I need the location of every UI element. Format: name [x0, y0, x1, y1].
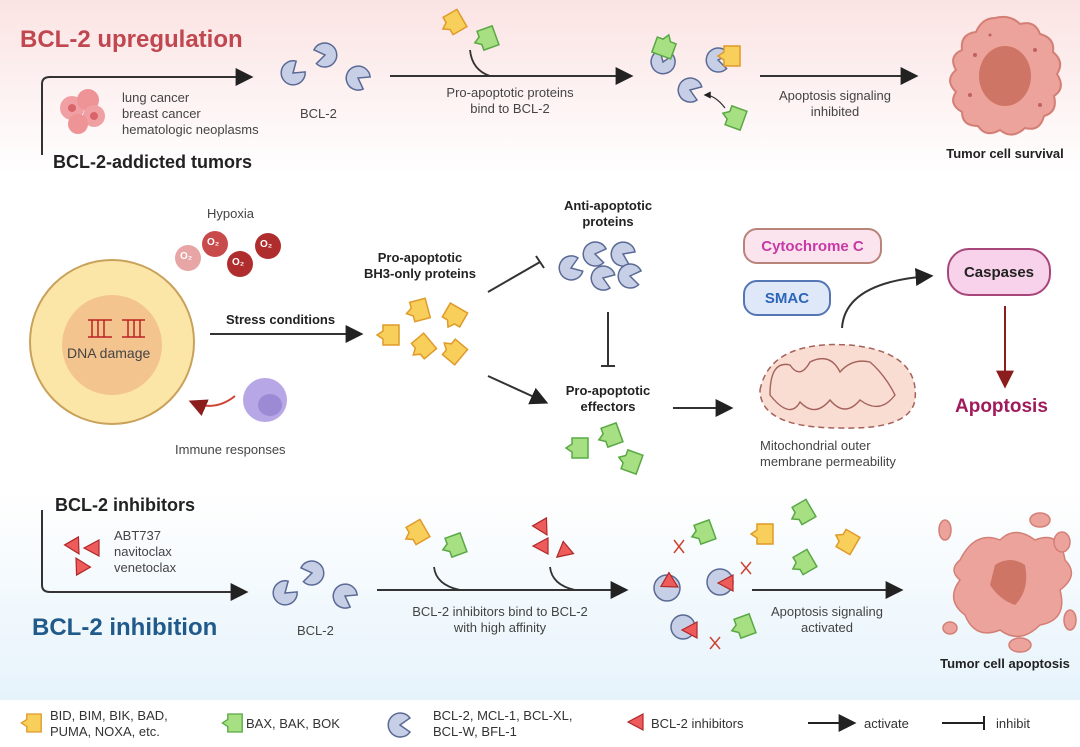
bind-text-top: Pro-apoptotic proteins bind to BCL-2	[425, 85, 595, 117]
text-line: PUMA, NOXA, etc.	[50, 724, 160, 739]
effectors-label: Pro-apoptotic effectors	[548, 383, 668, 415]
momp-label: Mitochondrial outer membrane permeabilit…	[760, 438, 896, 470]
text-line: BCL-2 inhibitors bind to BCL-2	[412, 604, 588, 619]
stress-label: Stress conditions	[226, 312, 336, 327]
effector-proteins-mid	[565, 422, 644, 475]
inhibitors-title: BCL-2 inhibitors	[55, 495, 195, 515]
text-line: effectors	[580, 399, 636, 414]
cytochrome-c-pill: Cytochrome C	[743, 228, 882, 264]
tumor-cluster-icon	[60, 89, 105, 134]
tumor-apoptosis-label: Tumor cell apoptosis	[940, 656, 1070, 671]
text-line: Anti-apoptotic	[563, 198, 653, 213]
legend-effectors-text: BAX, BAK, BOK	[246, 716, 340, 731]
legend-effector-icon	[221, 713, 243, 733]
text-line: Pro-apoptotic	[377, 250, 463, 265]
o2-label: O₂	[207, 237, 220, 248]
text-line: BCL-W, BFL-1	[433, 724, 517, 739]
text-line: Apoptosis signaling	[778, 88, 892, 103]
drug-list: ABT737 navitoclax venetoclax	[114, 528, 176, 576]
text-line: BID, BIM, BIK, BAD,	[50, 708, 168, 723]
legend-inhibitor-icon	[627, 713, 644, 731]
upregulation-title: BCL-2 upregulation	[20, 26, 243, 53]
inhibition-title: BCL-2 inhibition	[32, 614, 218, 641]
o2-label: O₂	[180, 251, 193, 262]
text-line: Pro-apoptotic	[565, 383, 651, 398]
text-line: proteins	[582, 214, 634, 229]
bind-text-bottom: BCL-2 inhibitors bind to BCL-2 with high…	[380, 604, 620, 636]
tumor-survival-label: Tumor cell survival	[946, 146, 1064, 161]
legend-bh3-text: BID, BIM, BIK, BAD, PUMA, NOXA, etc.	[50, 708, 168, 740]
drug-item: ABT737	[114, 528, 161, 543]
text-line: Apoptosis signaling	[770, 604, 884, 619]
legend-bh3-icon	[20, 713, 42, 733]
o2-molecules	[175, 231, 281, 277]
bh3-label: Pro-apoptotic BH3-only proteins	[360, 250, 480, 282]
upregulation-band	[0, 0, 1080, 175]
legend-anti-text: BCL-2, MCL-1, BCL-XL, BCL-W, BFL-1	[433, 708, 572, 740]
cancer-item: breast cancer	[122, 106, 201, 121]
hypoxia-label: Hypoxia	[207, 206, 254, 221]
drug-item: venetoclax	[114, 560, 177, 575]
bcl2-label-bottom: BCL-2	[297, 623, 334, 638]
cancer-item: lung cancer	[122, 90, 190, 105]
inhibitors-bracket-arrow	[41, 510, 249, 601]
caspases-pill: Caspases	[947, 248, 1051, 296]
text-line: BH3-only proteins	[364, 266, 476, 281]
tumor-cell-survival-icon	[949, 15, 1062, 136]
text-line: Mitochondrial outer	[760, 438, 871, 453]
inhibit-bh3-anti	[487, 261, 541, 293]
text-line: inhibited	[810, 104, 860, 119]
bound-complexes-top	[646, 30, 748, 131]
bcl2-proteins-top	[275, 40, 374, 95]
dna-icon	[88, 319, 145, 338]
immune-label: Immune responses	[175, 442, 286, 457]
o2-label: O₂	[260, 239, 273, 250]
text-line: membrane permeability	[760, 454, 896, 469]
smac-pill: SMAC	[743, 280, 831, 316]
addicted-bracket-arrow	[41, 68, 254, 155]
signal-text-top: Apoptosis signaling inhibited	[760, 88, 910, 120]
legend-activate-text: activate	[864, 716, 909, 731]
bound-inhibitor-complexes	[653, 498, 861, 650]
legend-inhibitors-text: BCL-2 inhibitors	[651, 716, 744, 731]
anti-label: Anti-apoptotic proteins	[548, 198, 668, 230]
tumor-cell-apoptosis-icon	[938, 512, 1077, 653]
bcl2-proteins-bottom	[267, 558, 361, 613]
bh3-proteins-mid	[376, 297, 469, 366]
legend-bar	[0, 700, 1080, 747]
legend-anti-icon	[387, 712, 411, 738]
text-line: BCL-2, MCL-1, BCL-XL,	[433, 708, 573, 723]
apoptosis-label: Apoptosis	[955, 396, 1048, 417]
signal-text-bottom: Apoptosis signaling activated	[752, 604, 902, 636]
mitochondrion-icon	[759, 343, 917, 429]
bcl2-label-top: BCL-2	[300, 106, 337, 121]
cancer-item: hematologic neoplasms	[122, 122, 259, 137]
arrow-mito-caspases	[841, 268, 934, 329]
bind-curve-top	[469, 49, 491, 77]
text-line: with high affinity	[453, 620, 547, 635]
text-line: Pro-apoptotic proteins	[446, 85, 574, 100]
o2-label: O₂	[232, 257, 245, 268]
inhibitor-triangles-legend	[63, 536, 100, 576]
text-line: bind to BCL-2	[470, 101, 550, 116]
dna-damage-label: DNA damage	[67, 345, 151, 361]
legend-inhibit-text: inhibit	[996, 716, 1030, 731]
cell-icon	[29, 259, 195, 425]
cancer-list: lung cancer breast cancer hematologic ne…	[122, 90, 259, 138]
drug-item: navitoclax	[114, 544, 172, 559]
anti-apoptotic-proteins	[555, 237, 643, 294]
text-line: activated	[800, 620, 854, 635]
immune-cell-icon	[188, 378, 287, 422]
arrow-bh3-effectors	[487, 375, 549, 405]
addicted-tumors-label: BCL-2-addicted tumors	[53, 152, 253, 172]
